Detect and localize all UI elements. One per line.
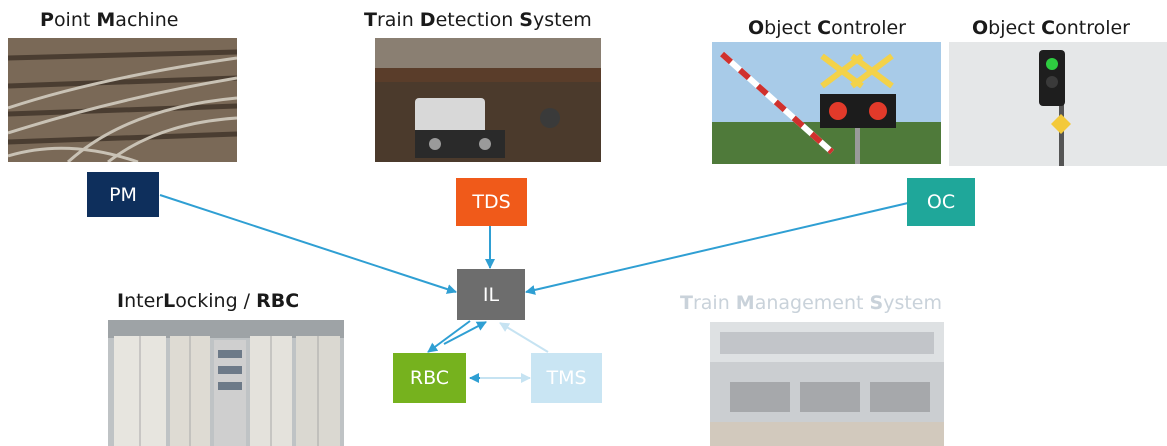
node-rbc-label: RBC xyxy=(409,367,450,389)
node-tms-label: TMS xyxy=(546,367,587,389)
title-segment: bject xyxy=(988,17,1042,39)
arrow-rbc-to-il xyxy=(443,321,487,345)
node-tds-label: TDS xyxy=(472,191,511,213)
title-segment: S xyxy=(869,292,884,314)
title-point-machine: Point Machine xyxy=(40,9,178,31)
title-segment: I xyxy=(117,290,125,312)
title-segment: RBC xyxy=(256,290,300,312)
title-segment: C xyxy=(817,17,832,39)
title-segment: M xyxy=(96,9,116,31)
arrow-pm-to-il xyxy=(159,194,457,294)
title-segment: ontroler xyxy=(1055,17,1130,39)
node-il-label: IL xyxy=(482,283,500,306)
title-segment: O xyxy=(972,17,989,39)
interlocking-cabinets-photo xyxy=(108,320,344,446)
title-segment: L xyxy=(163,290,176,312)
title-segment: M xyxy=(735,292,755,314)
title-interlocking-rbc: InterLocking / RBC xyxy=(117,290,299,312)
title-train-management-system: Train Management System xyxy=(680,292,942,314)
title-segment: achine xyxy=(115,9,179,31)
node-tms: TMS xyxy=(531,353,602,403)
node-oc: OC xyxy=(907,178,975,226)
point-machine-photo xyxy=(8,38,237,162)
title-object-controler-signal: Object Controler xyxy=(972,17,1130,39)
node-il: IL xyxy=(457,269,525,320)
title-segment: ontroler xyxy=(831,17,906,39)
title-segment: bject xyxy=(764,17,818,39)
arrow-oc-to-il xyxy=(525,202,909,295)
title-segment: D xyxy=(419,9,436,31)
title-segment: etection xyxy=(435,9,520,31)
title-segment: P xyxy=(40,9,54,31)
title-segment: nter xyxy=(124,290,164,312)
title-segment: T xyxy=(364,9,377,31)
title-segment: rain xyxy=(692,292,736,314)
node-pm-label: PM xyxy=(109,183,137,206)
arrow-il-to-rbc xyxy=(427,320,471,353)
train-detection-photo xyxy=(375,38,601,162)
node-oc-label: OC xyxy=(926,191,956,213)
title-segment: S xyxy=(519,9,533,31)
node-rbc: RBC xyxy=(393,353,466,403)
title-segment: anagement xyxy=(754,292,870,314)
title-segment: ystem xyxy=(883,292,943,314)
node-pm: PM xyxy=(87,172,159,217)
title-train-detection-system: Train Detection System xyxy=(364,9,592,31)
title-segment: rain xyxy=(376,9,420,31)
title-segment: C xyxy=(1041,17,1056,39)
train-management-photo xyxy=(710,322,944,446)
arrow-tms-to-il xyxy=(499,322,549,353)
node-tds: TDS xyxy=(456,178,527,226)
title-segment: ystem xyxy=(532,9,592,31)
signal-photo xyxy=(949,42,1167,166)
title-segment: ocking / xyxy=(175,290,257,312)
title-object-controler-crossing: Object Controler xyxy=(748,17,906,39)
title-segment: oint xyxy=(53,9,97,31)
title-segment: T xyxy=(680,292,693,314)
title-segment: O xyxy=(748,17,765,39)
level-crossing-photo xyxy=(712,42,941,164)
